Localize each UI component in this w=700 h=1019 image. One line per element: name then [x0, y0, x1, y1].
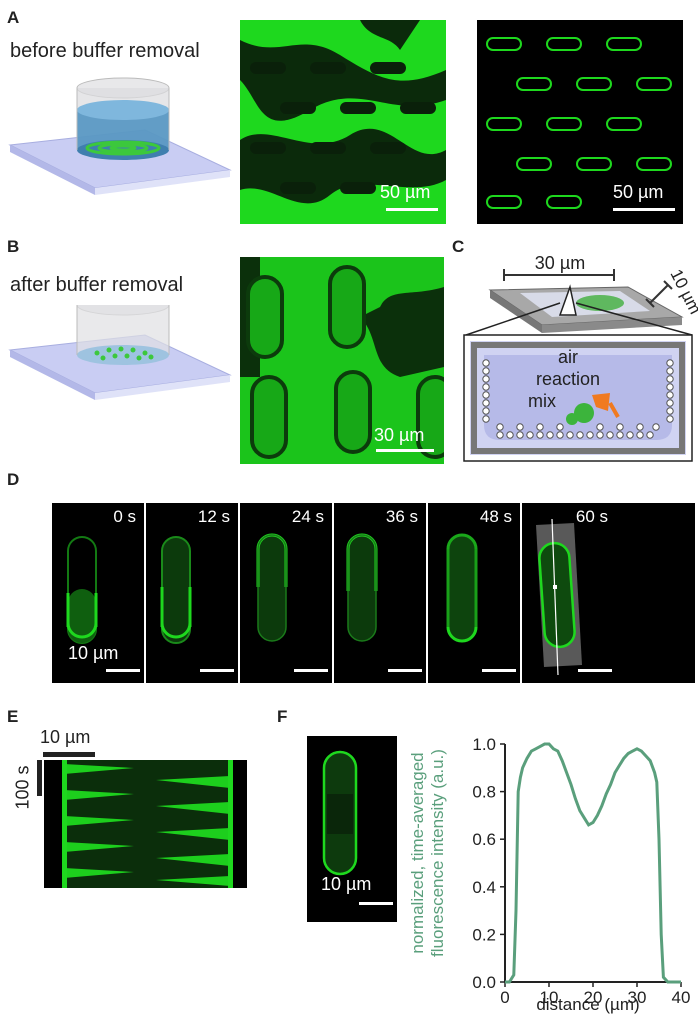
y-tick-label: 0.6: [472, 830, 496, 849]
mix-label: mix: [528, 391, 556, 411]
x-tick-label: 0: [500, 988, 509, 1007]
panel-label-e: E: [7, 707, 19, 726]
chart-ticks: 0 10 20 30 40 0.0 0.2 0.4 0.6 0.8 1.0: [472, 735, 690, 1007]
frame-time-48: 48 s: [479, 507, 512, 526]
kymograph-scalebar-x: [43, 752, 95, 757]
scalebar-d-frame-48: [482, 669, 516, 672]
micrograph-a-left: 50 µm: [240, 20, 446, 224]
scalebar-d-frame-36: [388, 669, 422, 672]
x-tick-label: 40: [672, 988, 691, 1007]
kymograph-scalebar-y-label: 100 s: [12, 765, 33, 810]
frame-time-36: 36 s: [385, 507, 418, 526]
frame-time-24: 24 s: [291, 507, 324, 526]
time-averaged-image: 10 µm: [307, 736, 397, 922]
frame-0: 0 s 10 µm: [52, 503, 144, 683]
timelapse-strip: 0 s 10 µm 12 s 24 s 36 s 48 s 60 s: [52, 503, 695, 683]
y-axis-label-line2: fluorescence intensity (a.u.): [428, 749, 447, 957]
micrograph-a-right: 50 µm: [477, 20, 683, 224]
x-tick-label: 10: [540, 988, 559, 1007]
scalebar-a-right-label: 50 µm: [613, 182, 664, 202]
scalebar-d-frame-60: [578, 669, 612, 672]
scalebar-f-label: 10 µm: [321, 874, 372, 894]
frame-36: 36 s: [334, 503, 426, 683]
scalebar-d-frame-12: [200, 669, 234, 672]
compartment-length-label: 30 µm: [535, 253, 585, 273]
panel-label-c: C: [452, 237, 465, 256]
chart-axes: [504, 744, 681, 983]
x-tick-label: 20: [584, 988, 603, 1007]
pattern-compartments: [486, 37, 672, 209]
frame-48: 48 s: [428, 503, 520, 683]
y-tick-label: 0.0: [472, 973, 496, 992]
panel-a-caption: before buffer removal: [10, 40, 200, 62]
reaction-label: reaction: [536, 369, 600, 389]
scalebar-a-right: [613, 208, 675, 211]
intensity-profile-chart: normalized, time-averaged fluorescence i…: [408, 735, 690, 1014]
micrograph-b: 30 µm: [240, 257, 444, 464]
frame-12: 12 s: [146, 503, 238, 683]
scalebar-a-left-label: 50 µm: [380, 182, 431, 202]
scalebar-b: [376, 449, 434, 452]
x-tick-label: 30: [628, 988, 647, 1007]
air-label: air: [558, 347, 578, 367]
pattern-wave-domains: [240, 20, 446, 204]
schematic-compartment-cross-section: 30 µm 10 µm air reaction mix: [463, 253, 698, 462]
y-tick-label: 0.2: [472, 925, 496, 944]
frame-24: 24 s: [240, 503, 332, 683]
y-tick-label: 1.0: [472, 735, 496, 754]
kymograph-scalebar-y: [37, 760, 42, 796]
kymograph-scalebar-x-label: 10 µm: [40, 727, 91, 747]
frame-time-0: 0 s: [113, 507, 136, 526]
panel-b-caption: after buffer removal: [10, 274, 184, 296]
frame-time-60: 60 s: [575, 507, 608, 526]
kymograph: [44, 760, 247, 888]
scalebar-f: [359, 902, 393, 905]
scalebar-b-label: 30 µm: [374, 425, 425, 445]
y-axis-label-line1: normalized, time-averaged: [408, 752, 427, 953]
y-tick-label: 0.4: [472, 878, 496, 897]
frame-60: 60 s: [522, 503, 616, 683]
scalebar-a-left: [386, 208, 438, 211]
panel-label-b: B: [7, 237, 20, 256]
x-axis-label: distance (µm): [536, 995, 639, 1014]
schematic-after-removal: [8, 305, 232, 400]
pattern-dried-compartments: [240, 257, 444, 459]
intensity-profile-line: [505, 742, 681, 984]
y-tick-label: 0.8: [472, 783, 496, 802]
panel-label-f: F: [277, 707, 288, 726]
frame-time-12: 12 s: [197, 507, 230, 526]
profile-line: [551, 518, 559, 676]
compartment-depth-label: 10 µm: [666, 266, 698, 317]
panel-label-d: D: [7, 470, 20, 489]
schematic-before-removal: [8, 77, 232, 195]
scalebar-d-label: 10 µm: [68, 643, 119, 663]
panel-label-a: A: [7, 8, 20, 27]
scalebar-d: [106, 669, 140, 672]
scalebar-d-frame-24: [294, 669, 328, 672]
protein-green-icon: [574, 403, 594, 423]
protein-orange-icon: [592, 393, 610, 411]
